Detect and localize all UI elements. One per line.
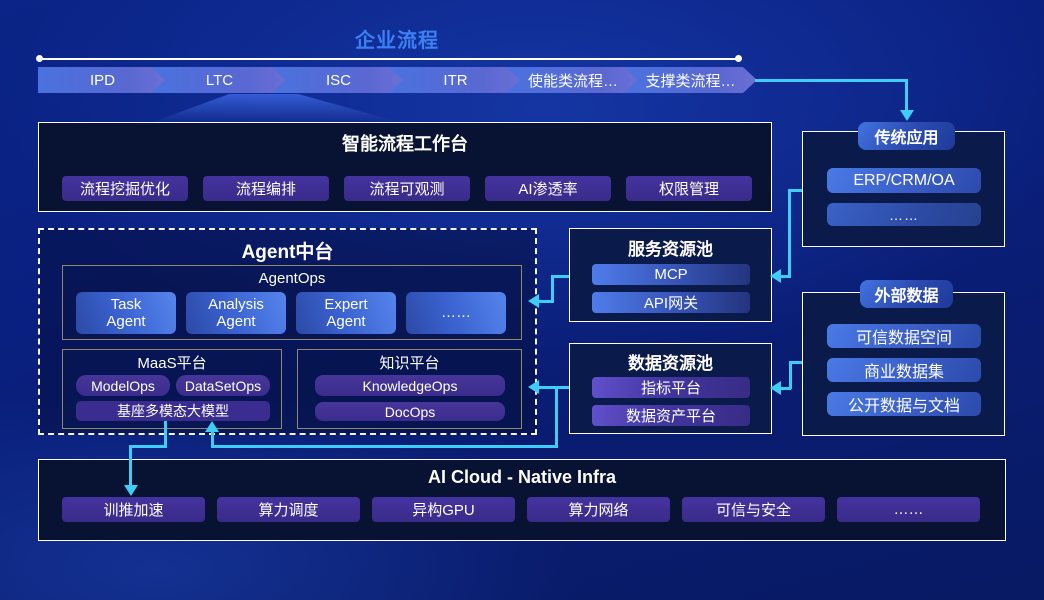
connector-base-to-infra-v2 [129,445,132,487]
connector-data-branch-v [555,386,558,448]
knowledge-node-docops: DocOps [315,402,505,421]
connector-legacy-to-service-v [788,189,791,277]
connector-base-to-infra-h [129,445,167,448]
external-node-commercial-dataset: 商业数据集 [827,358,981,382]
workbench-btn-orchestration: 流程编排 [203,176,329,201]
infra-btn-train-infer-accel: 训推加速 [62,497,205,522]
maas-title: MaaS平台 [137,354,207,372]
agent-node-expert: Expert Agent [296,292,396,334]
legacy-apps-badge: 传统应用 [858,122,955,150]
connector-external-to-data-v [789,361,792,389]
connector-legacy-to-service-h1 [788,189,802,192]
agent-platform-title: Agent中台 [241,241,334,263]
data-node-metrics-platform: 指标平台 [592,377,750,398]
rail-dot-left [36,55,43,62]
process-chevron-enabling: 使能类流程… [506,67,640,93]
connector-base-to-infra-v1 [164,421,167,447]
connector-external-to-data-h1 [789,361,802,364]
maas-node-base-model: 基座多模态大模型 [76,401,270,421]
connector-data-branch-h [212,445,558,448]
arrowhead-into-data-pool [770,381,781,395]
arrowhead-into-service-pool [770,269,781,283]
connector-chain-to-legacy-v [905,79,908,112]
workbench-btn-ai-penetration: AI渗透率 [485,176,611,201]
infra-btn-compute-network: 算力网络 [527,497,670,522]
process-chevron-itr: ITR [389,67,522,93]
timeline-rail [40,58,738,60]
process-chevron-isc: ISC [272,67,405,93]
workbench-btn-permissions: 权限管理 [626,176,752,201]
workbench-title: 智能流程工作台 [342,134,468,154]
external-node-public-data-docs: 公开数据与文档 [827,392,981,416]
arrowhead-into-agent-platform-lower [528,380,539,394]
infra-title: AI Cloud - Native Infra [427,466,616,487]
service-pool-title: 服务资源池 [628,239,713,259]
process-chevron-ltc: LTC [151,67,288,93]
process-chevron-supporting: 支撑类流程… [624,67,757,93]
external-data-badge: 外部数据 [860,280,953,308]
workbench-btn-observability: 流程可观测 [344,176,470,201]
connector-data-to-knowledge-h [538,386,569,389]
knowledge-title: 知识平台 [379,354,440,372]
maas-node-modelops: ModelOps [76,375,170,396]
data-node-asset-platform: 数据资产平台 [592,405,750,426]
connector-service-to-agent-h2 [538,300,554,303]
agentops-title: AgentOps [258,269,326,287]
external-node-trusted-data-space: 可信数据空间 [827,324,981,348]
legacy-node-more: …… [827,203,981,226]
knowledge-node-knowledgeops: KnowledgeOps [315,375,505,396]
data-pool-title: 数据资源池 [628,353,713,373]
legacy-node-erp-crm-oa: ERP/CRM/OA [827,168,981,193]
workbench-btn-process-mining: 流程挖掘优化 [62,176,188,201]
infra-btn-trust-security: 可信与安全 [682,497,825,522]
agent-node-task: Task Agent [76,292,176,334]
connector-service-to-agent-v [551,275,554,303]
service-node-mcp: MCP [592,264,750,285]
connector-external-to-data-h2 [780,387,791,390]
funnel-connector [153,94,399,122]
connector-chain-to-legacy-h [755,79,908,82]
page-title: 企业流程 [355,29,439,52]
agent-node-analysis: Analysis Agent [186,292,286,334]
service-node-api-gateway: API网关 [592,292,750,313]
connector-legacy-to-service-h2 [780,275,791,278]
rail-dot-right [735,55,742,62]
connector-up-to-base-model-v [211,430,214,448]
connector-service-to-agent-h1 [551,275,569,278]
arrowhead-into-agent-platform-upper [528,294,539,308]
arrowhead-into-legacy-badge [900,110,914,121]
agent-node-more: …… [406,292,506,334]
maas-node-datasetops: DataSetOps [176,375,270,396]
arrowhead-into-base-model [205,421,219,432]
process-chevron-ipd: IPD [38,67,167,93]
infra-btn-heterogeneous-gpu: 异构GPU [372,497,515,522]
arrowhead-into-infra [124,485,138,496]
infra-btn-more: …… [837,497,980,522]
infra-btn-compute-scheduling: 算力调度 [217,497,360,522]
